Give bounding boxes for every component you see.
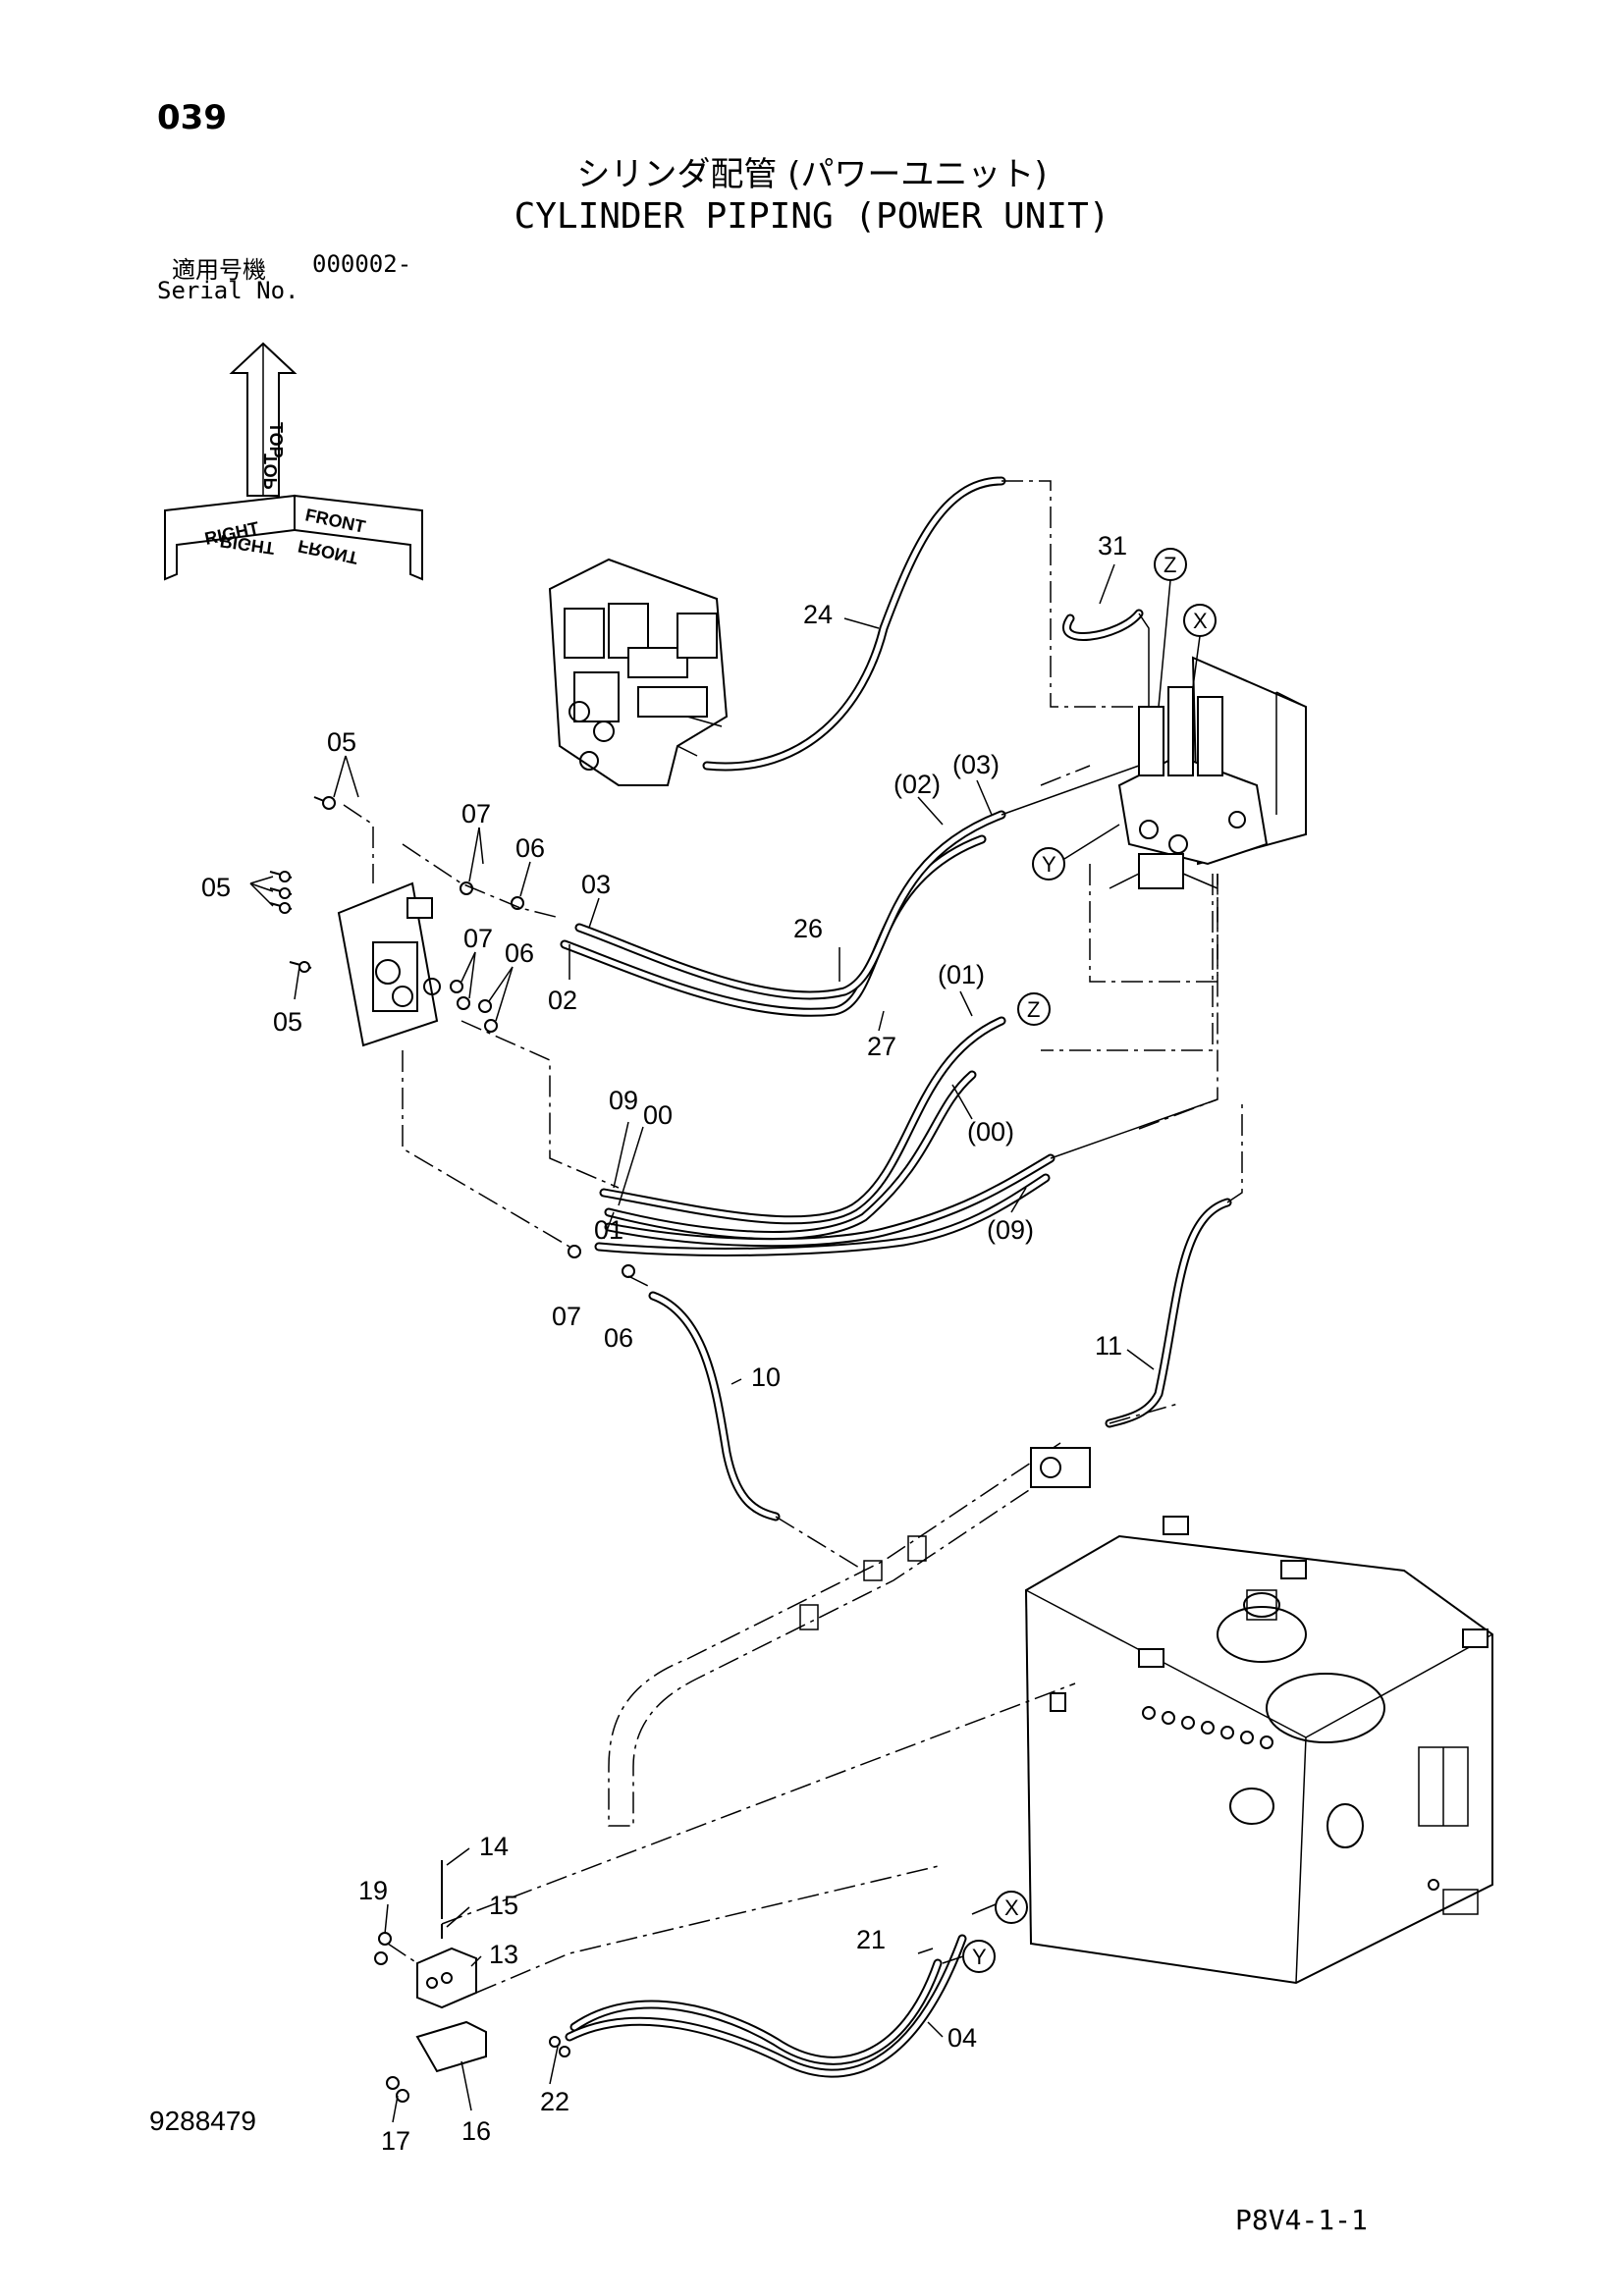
leader-lines	[249, 563, 1155, 2123]
label-02: 02	[548, 986, 577, 1015]
callout-y-mid-label: Y	[1042, 852, 1056, 877]
callout-y-mid	[1032, 847, 1065, 881]
callout-group: Z X Y Z X Y	[942, 548, 1217, 1973]
hose-10	[648, 1291, 865, 1572]
label-06a: 06	[515, 833, 545, 863]
callout-x-top-label: X	[1193, 609, 1208, 633]
orientation-front-mirror: FRONT	[297, 536, 360, 567]
label-02b: (02)	[893, 770, 941, 799]
bolt-05-group	[269, 796, 336, 973]
hydraulic-tank	[1024, 1516, 1493, 1985]
label-13: 13	[489, 1940, 518, 1969]
label-07c: 07	[552, 1302, 581, 1331]
document-number: 9288479	[149, 2106, 257, 2136]
label-06c: 06	[604, 1323, 633, 1353]
control-valve-block	[548, 558, 729, 786]
label-00: 00	[643, 1100, 673, 1130]
pilot-valve-assembly	[1109, 656, 1307, 889]
orientation-top-mirror: TOP	[261, 454, 281, 490]
manifold-plate	[337, 881, 441, 1047]
label-05b: 05	[201, 873, 231, 902]
label-07a: 07	[461, 799, 491, 828]
part-labels: 05 05 05 07 06 03 02 07 06 24 31 (03) (0…	[201, 531, 1127, 2156]
return-pipe	[608, 1442, 1091, 1827]
washer-group	[450, 881, 635, 1278]
label-05c: 05	[273, 1007, 302, 1037]
label-10: 10	[751, 1362, 781, 1392]
title-japanese: シリンダ配管 (パワーユニット)	[576, 155, 1048, 194]
serial-label-english: Serial No.	[157, 277, 299, 304]
page-code: P8V4-1-1	[1235, 2204, 1368, 2236]
bracket-assembly	[374, 1682, 1076, 2103]
label-06b: 06	[505, 938, 534, 968]
label-01: 01	[594, 1215, 623, 1245]
label-26: 26	[793, 914, 823, 943]
serial-value: 000002-	[312, 250, 412, 278]
label-24: 24	[803, 600, 833, 629]
orientation-right-mirror: RIGHT	[219, 531, 276, 559]
label-31: 31	[1098, 531, 1127, 561]
hose-31	[1062, 609, 1150, 707]
orientation-top-label: TOP	[266, 422, 286, 458]
callout-z-mid-label: Z	[1027, 997, 1040, 1022]
label-27: 27	[867, 1032, 896, 1061]
label-04: 04	[947, 2023, 977, 2053]
serial-label-japanese: 適用号機	[172, 256, 266, 284]
label-21: 21	[856, 1925, 886, 1954]
label-09b: (09)	[987, 1215, 1034, 1245]
label-03: 03	[581, 870, 611, 899]
label-00b: (00)	[967, 1117, 1014, 1147]
label-01b: (01)	[938, 960, 985, 989]
hose-24	[702, 476, 1139, 772]
label-05a: 05	[327, 727, 356, 757]
label-09: 09	[609, 1086, 638, 1115]
orientation-indicator: TOP TOP RIGHT RIGHT FRONT FRONT	[164, 342, 423, 581]
label-17: 17	[381, 2126, 410, 2156]
label-03b: (03)	[952, 750, 1000, 779]
label-14: 14	[479, 1832, 509, 1861]
hose-02-03	[560, 765, 1140, 1017]
hose-00-01-09	[594, 1016, 1218, 1256]
callout-x-bottom	[995, 1891, 1028, 1924]
label-15: 15	[489, 1891, 518, 1920]
label-07b: 07	[463, 924, 493, 953]
callout-x-bottom-label: X	[1004, 1896, 1019, 1920]
callout-y-bottom-label: Y	[972, 1945, 987, 1969]
hose-04-21	[565, 1934, 967, 2078]
callout-z-mid	[1017, 992, 1051, 1026]
title-english: CYLINDER PIPING (POWER UNIT)	[514, 196, 1110, 237]
page-number: 039	[157, 98, 227, 137]
label-11: 11	[1095, 1331, 1122, 1361]
callout-z-top-label: Z	[1164, 553, 1176, 577]
hose-11	[1105, 1099, 1243, 1428]
label-19: 19	[358, 1876, 388, 1905]
label-16: 16	[461, 2116, 491, 2146]
label-22: 22	[540, 2087, 569, 2116]
